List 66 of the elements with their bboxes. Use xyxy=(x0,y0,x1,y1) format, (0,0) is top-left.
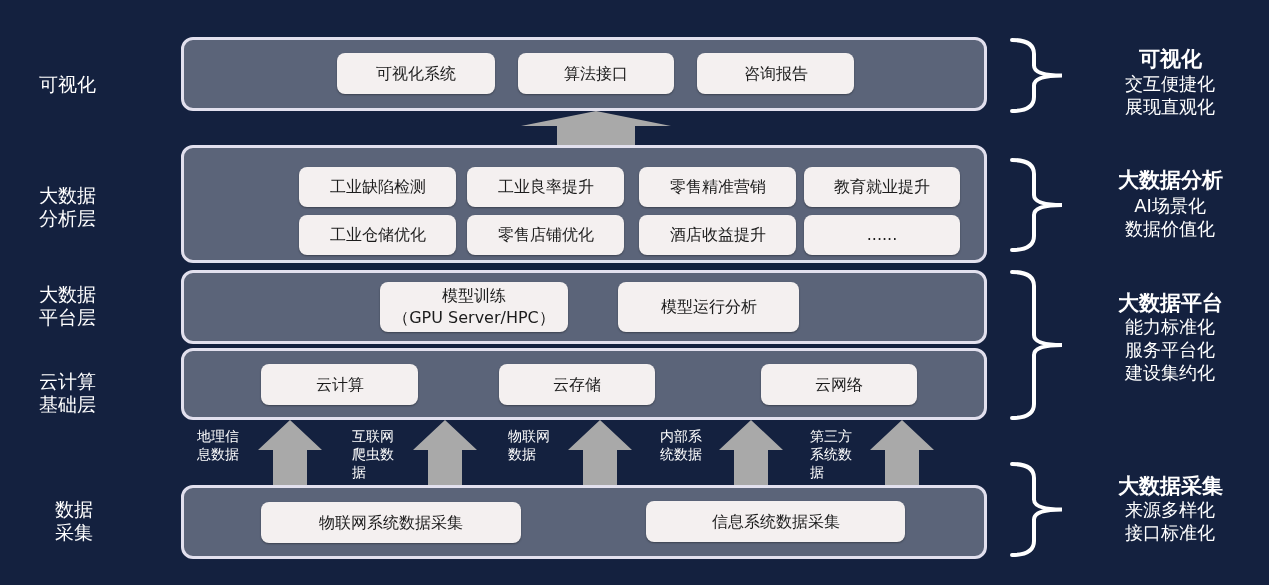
layer-label: 数据采集 xyxy=(54,498,93,544)
edge-label: 物联网数据 xyxy=(508,427,551,463)
module-label: 模型训练 xyxy=(442,285,506,307)
feature-text: 来源多样化 xyxy=(1125,498,1215,521)
module-label: 云计算 xyxy=(315,373,364,396)
edge-label: 互联网爬虫数据 xyxy=(352,427,395,481)
feature-text: 能力标准化 xyxy=(1125,315,1215,338)
module-label: 酒店收益提升 xyxy=(669,224,766,246)
module-label: 工业仓储优化 xyxy=(329,224,426,246)
module-label: 教育就业提升 xyxy=(834,176,930,198)
module-label: 可视化系统 xyxy=(376,62,456,85)
layer-heading: 大数据采集 xyxy=(1117,473,1223,499)
layer-label: 大数据分析层 xyxy=(38,184,96,230)
module-note: （GPU Server/HPC） xyxy=(393,307,555,329)
module-card xyxy=(639,167,796,207)
module-card xyxy=(761,364,917,405)
feature-text: 建设集约化 xyxy=(1125,361,1215,384)
module-card xyxy=(337,53,495,94)
feature-text: 数据价值化 xyxy=(1125,217,1215,240)
arrow xyxy=(413,420,477,486)
module-card xyxy=(467,167,624,207)
module-card xyxy=(639,215,796,255)
feature-text: 展现直观化 xyxy=(1125,95,1215,118)
module-card xyxy=(804,167,960,207)
arrow xyxy=(521,111,671,146)
arrow xyxy=(258,420,322,486)
feature-text: 接口标准化 xyxy=(1125,521,1215,544)
edge-label: 地理信息数据 xyxy=(197,427,240,463)
module-label: 云存储 xyxy=(553,373,601,396)
module-card xyxy=(261,364,418,405)
module-card xyxy=(380,282,568,332)
module-card xyxy=(618,282,799,332)
module-card xyxy=(299,215,456,255)
layer-heading: 大数据平台 xyxy=(1117,290,1223,316)
module-card xyxy=(499,364,655,405)
module-label: 模型运行分析 xyxy=(660,296,757,318)
module-card xyxy=(697,53,854,94)
feature-text: 交互便捷化 xyxy=(1125,72,1215,95)
module-label: 零售店铺优化 xyxy=(497,224,594,246)
layer-label: 大数据平台层 xyxy=(38,283,96,329)
module-card xyxy=(646,501,905,542)
module-card xyxy=(518,53,674,94)
layer-heading: 大数据分析 xyxy=(1117,167,1223,193)
arrow xyxy=(568,420,632,486)
edge-label: 第三方系统数据 xyxy=(810,427,853,481)
feature-text: AI场景化 xyxy=(1134,194,1206,217)
module-label: 物联网系统数据采集 xyxy=(319,511,463,534)
module-label: 咨询报告 xyxy=(743,62,808,85)
module-card xyxy=(467,215,624,255)
module-card xyxy=(804,215,960,255)
module-card xyxy=(299,167,456,207)
module-card xyxy=(261,502,521,543)
module-label: ...... xyxy=(866,224,898,246)
layer-label: 云计算基础层 xyxy=(38,370,96,416)
module-label: 工业缺陷检测 xyxy=(329,176,426,198)
feature-text: 服务平台化 xyxy=(1125,338,1215,361)
arrow xyxy=(719,420,783,486)
layer-heading: 可视化 xyxy=(1138,46,1202,72)
module-label: 信息系统数据采集 xyxy=(711,510,840,533)
module-label: 工业良率提升 xyxy=(497,176,594,198)
module-label: 算法接口 xyxy=(564,62,628,85)
layer-label: 可视化 xyxy=(38,73,96,96)
arrow xyxy=(870,420,934,486)
module-label: 云网络 xyxy=(815,373,863,396)
module-label: 零售精准营销 xyxy=(669,176,766,198)
edge-label: 内部系统数据 xyxy=(660,427,703,463)
